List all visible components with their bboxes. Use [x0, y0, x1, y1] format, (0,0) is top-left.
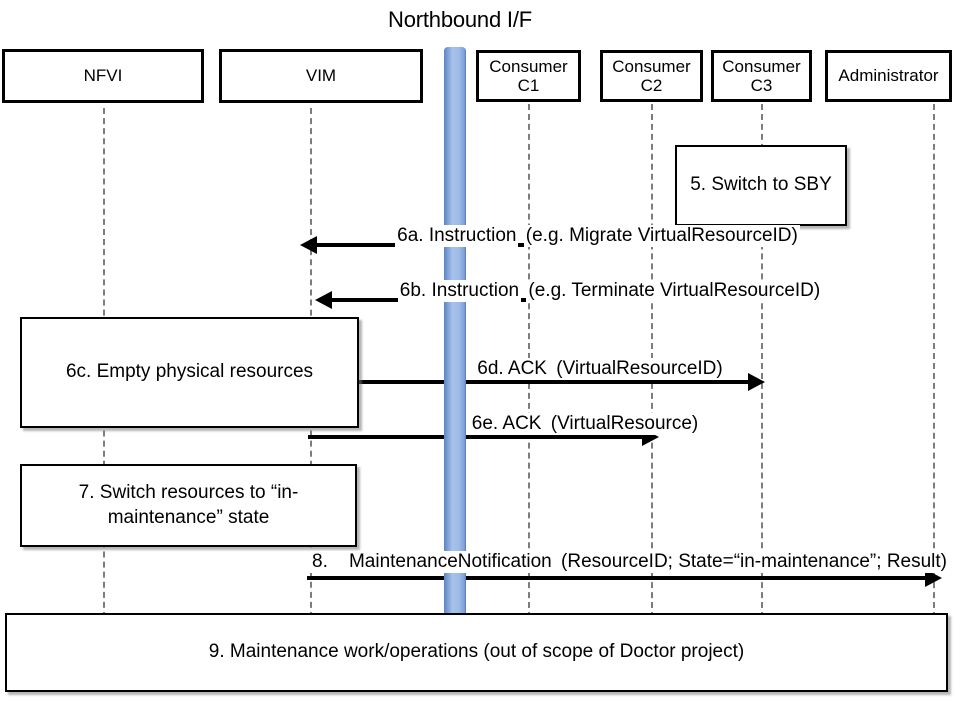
- lifeline-administrator: [933, 104, 935, 618]
- message-6d-label-top: 6d. ACK: [475, 358, 549, 381]
- actor-label-consumer-c2-line1: Consumer: [612, 56, 691, 76]
- message-6a-arrowhead: [300, 236, 317, 254]
- message-6e-label-top: 6e. ACK: [469, 413, 544, 436]
- message-6a-label-top: 6a. Instruction: [395, 225, 519, 248]
- actor-label-consumer-c1-line1: Consumer: [489, 56, 568, 76]
- note-maintenance-work-operations[interactable]: 9. Maintenance work/operations (out of s…: [5, 613, 948, 692]
- message-6d-arrowhead: [748, 373, 765, 391]
- message-8-label: 8. MaintenanceNotification (ResourceID; …: [310, 551, 949, 574]
- actor-box-consumer-c2[interactable]: Consumer C2: [600, 50, 703, 102]
- actor-label-nfvi: NFVI: [83, 66, 123, 86]
- note-switch-to-sby-line2: SBY: [793, 174, 832, 196]
- message-8-arrowhead: [925, 569, 942, 587]
- actor-box-consumer-c1[interactable]: Consumer C1: [476, 50, 581, 102]
- message-6e-label: 6e. ACK (VirtualResource): [400, 413, 770, 436]
- actor-box-vim[interactable]: VIM: [219, 49, 423, 103]
- note-empty-physical-resources-line1: 6c. Empty physical resources: [65, 361, 314, 383]
- message-6d-label-bottom: (VirtualResourceID): [554, 358, 725, 381]
- note-switch-resources-line1: 7. Switch resources to: [78, 482, 266, 504]
- message-8-line: [307, 576, 935, 580]
- message-6b-label: 6b. Instruction (e.g. Terminate VirtualR…: [310, 280, 910, 303]
- note-switch-resources-line2: “in-maintenance” state: [107, 482, 299, 528]
- actor-box-administrator[interactable]: Administrator: [825, 50, 952, 102]
- lifeline-consumer-c3: [761, 104, 763, 618]
- actor-label-vim: VIM: [305, 66, 337, 86]
- note-switch-resources-in-maintenance[interactable]: 7. Switch resources to “in-maintenance” …: [20, 464, 357, 547]
- actor-label-consumer-c3-line1: Consumer: [722, 56, 801, 76]
- note-empty-physical-resources[interactable]: 6c. Empty physical resources: [20, 317, 359, 428]
- note-maintenance-work-line1: 9. Maintenance work/operations: [208, 641, 479, 663]
- message-6a-label-bottom: (e.g. Migrate VirtualResourceID): [523, 225, 800, 248]
- actor-box-consumer-c3[interactable]: Consumer C3: [711, 50, 812, 102]
- actor-box-nfvi[interactable]: NFVI: [2, 49, 204, 103]
- actor-label-consumer-c3-line2: C3: [750, 76, 773, 95]
- note-switch-to-sby[interactable]: 5. Switch to SBY: [675, 145, 847, 226]
- message-6a-label: 6a. Instruction (e.g. Migrate VirtualRes…: [310, 225, 885, 248]
- message-6d-line: [359, 380, 754, 384]
- note-switch-to-sby-line1: 5. Switch to: [690, 174, 789, 196]
- message-6b-label-top: 6b. Instruction: [397, 280, 522, 303]
- message-6d-label: 6d. ACK (VirtualResourceID): [410, 358, 790, 381]
- diagram-title: Northbound I/F: [388, 7, 532, 32]
- actor-label-administrator: Administrator: [838, 66, 939, 86]
- message-6b-label-bottom: (e.g. Terminate VirtualResourceID): [526, 280, 823, 303]
- northbound-interface-bar: [444, 47, 466, 619]
- message-8-label-bottom: (ResourceID; State=“in-maintenance”; Res…: [559, 551, 949, 574]
- actor-label-consumer-c2-line2: C2: [640, 76, 663, 95]
- message-8-label-top: 8. MaintenanceNotification: [310, 551, 554, 574]
- actor-label-consumer-c1-line2: C1: [517, 76, 540, 95]
- message-6e-label-bottom: (VirtualResource): [548, 413, 701, 436]
- message-6e-line: [308, 435, 648, 439]
- message-6b-arrowhead: [315, 291, 332, 309]
- note-maintenance-work-line2: (out of scope of Doctor project): [483, 641, 745, 663]
